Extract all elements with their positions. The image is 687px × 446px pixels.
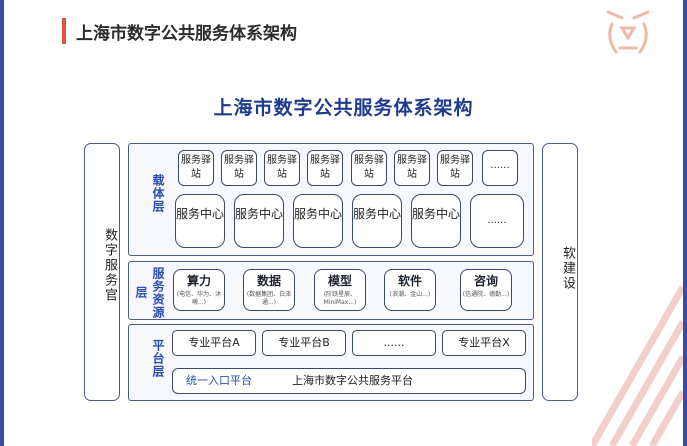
entry-platform-name: 上海市数字公共服务平台 <box>292 374 413 387</box>
service-station-box: 服务驿站 <box>351 150 387 186</box>
resource-name: 算力 <box>186 274 211 288</box>
right-edge-bar <box>683 0 687 446</box>
resource-name: 模型 <box>327 274 352 288</box>
service-center-box: 服务中心 <box>352 194 402 248</box>
platform-layer: 平台层 专业平台A 专业平台B ...... 专业平台X 统一入口平台 上海市数… <box>128 324 534 401</box>
more-platforms-box: ...... <box>352 330 436 356</box>
digital-service-officer-panel: 数字服务官 <box>84 143 120 401</box>
resource-name: 软件 <box>397 274 422 288</box>
resource-note: (信通院、德勤...) <box>462 291 510 298</box>
service-station-box: 服务驿站 <box>264 150 300 186</box>
diagram-title: 上海市数字公共服务体系架构 <box>213 97 474 119</box>
service-station-box: 服务驿站 <box>307 150 343 186</box>
service-station-box: 服务驿站 <box>437 150 473 186</box>
service-station-box: 服务驿站 <box>221 150 257 186</box>
service-station-box: 服务驿站 <box>178 150 214 186</box>
service-center-box: 服务中心 <box>411 194 461 248</box>
header-accent-bar <box>62 18 66 44</box>
entry-platform-label: 统一入口平台 <box>186 374 252 387</box>
more-centers-box: ...... <box>470 194 524 248</box>
service-center-box: 服务中心 <box>234 194 284 248</box>
resource-layer-label: 服务资源层 <box>134 266 165 319</box>
resource-data-box: 数据 (数据集团、白泽通...) <box>243 269 295 311</box>
resource-note: (浪潮、金山...) <box>389 291 431 298</box>
carrier-layer-label: 载体层 <box>151 174 165 213</box>
slide-title: 上海市数字公共服务体系架构 <box>76 24 297 44</box>
brand-logo-icon <box>606 10 650 54</box>
resource-note: (阶跃星辰、MiniMax...) <box>323 291 357 306</box>
decorative-stripes <box>592 285 683 446</box>
more-stations-box: ...... <box>482 150 518 186</box>
professional-platform-box: 专业平台A <box>172 330 256 356</box>
service-center-box: 服务中心 <box>293 194 343 248</box>
service-resource-layer: 服务资源层 算力 (电信、华为、沐曦...) 数据 (数据集团、白泽通...) … <box>128 261 534 320</box>
right-panel-label: 软建设 <box>560 246 575 291</box>
left-edge-bar <box>0 0 4 446</box>
professional-platform-box: 专业平台X <box>442 330 526 356</box>
left-panel-label: 数字服务官 <box>102 228 117 303</box>
service-station-box: 服务驿站 <box>394 150 430 186</box>
professional-platform-box: 专业平台B <box>262 330 346 356</box>
resource-note: (电信、华为、沐曦...) <box>176 291 222 306</box>
soft-construction-panel: 软建设 <box>542 143 578 401</box>
resource-name: 数据 <box>256 274 281 288</box>
resource-note: (数据集团、白泽通...) <box>246 291 292 306</box>
platform-layer-label: 平台层 <box>151 339 165 378</box>
service-center-box: 服务中心 <box>175 194 225 248</box>
resource-name: 咨询 <box>473 274 498 288</box>
carrier-layer: 载体层 服务驿站 服务驿站 服务驿站 服务驿站 服务驿站 服务驿站 服务驿站 .… <box>128 143 534 256</box>
resource-consulting-box: 咨询 (信通院、德勤...) <box>460 269 512 311</box>
unified-entry-platform-box: 统一入口平台 上海市数字公共服务平台 <box>172 368 526 394</box>
resource-model-box: 模型 (阶跃星辰、MiniMax...) <box>314 269 366 311</box>
resource-software-box: 软件 (浪潮、金山...) <box>384 269 436 311</box>
resource-compute-box: 算力 (电信、华为、沐曦...) <box>173 269 225 311</box>
